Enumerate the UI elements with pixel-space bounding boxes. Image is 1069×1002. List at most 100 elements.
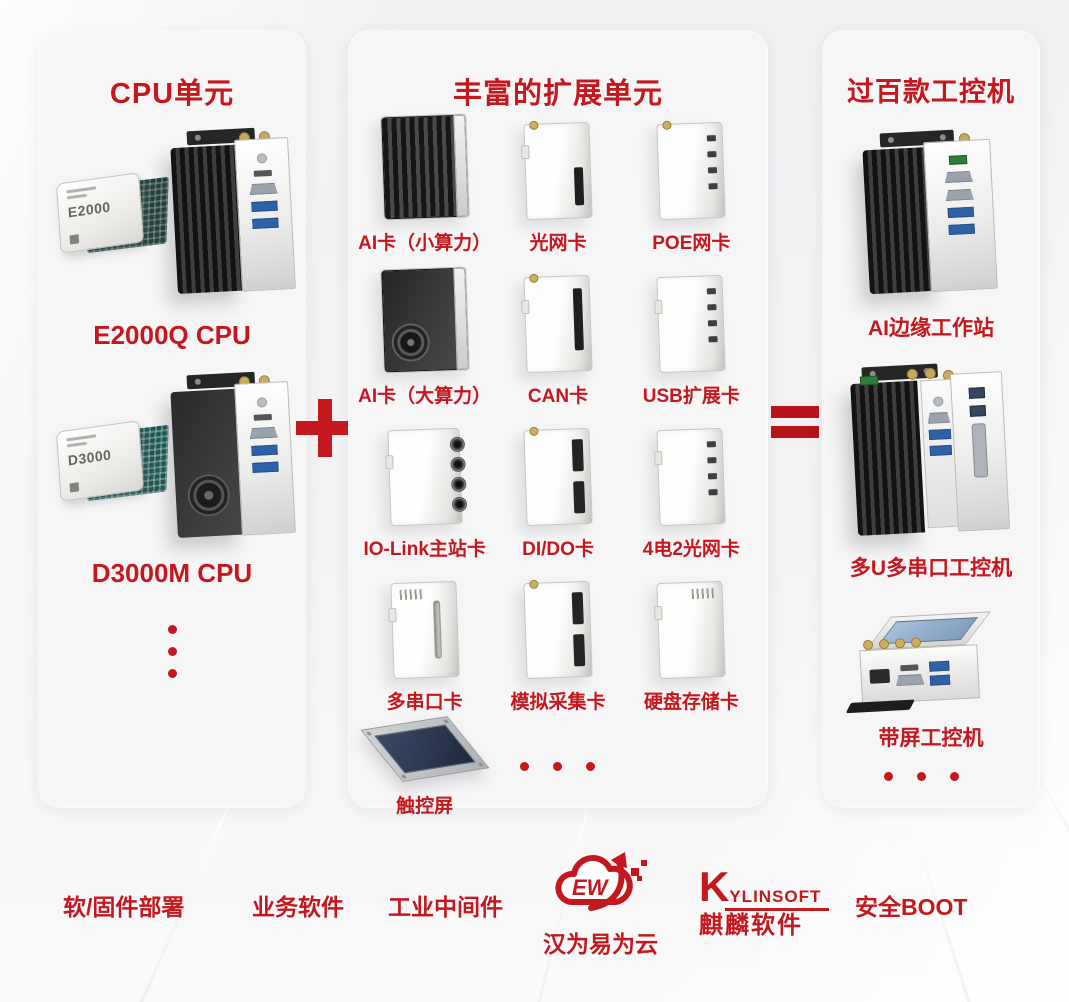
db25-port-icon <box>971 423 989 478</box>
usb-ports-icon <box>929 444 952 456</box>
usb-ports-icon <box>252 461 279 473</box>
usb-ports-icon <box>929 660 950 672</box>
chip-brand-mark <box>66 434 97 442</box>
usb-ports-icon <box>252 217 279 229</box>
e2000-chip-image: E2000 <box>55 172 169 262</box>
din-clip <box>384 455 394 470</box>
antenna-icon <box>662 120 672 130</box>
expansion-cell: 模拟采集卡 <box>491 561 624 714</box>
expansion-label: AI卡（大算力） <box>358 386 492 407</box>
ports-icon <box>707 441 719 511</box>
expansion-cell: AI卡（大算力） <box>358 255 491 408</box>
port-panel <box>233 137 296 292</box>
expansion-cell: CAN卡 <box>491 255 624 408</box>
d3000-figure: D3000 <box>52 360 296 540</box>
hdmi-port-icon <box>253 169 272 177</box>
vga-port-icon <box>249 427 278 439</box>
usb-ports-icon <box>251 200 278 213</box>
multi-u-ipc-image <box>850 363 1011 537</box>
terminal-blocks-icon <box>572 439 586 513</box>
poe-nic-image <box>656 120 726 221</box>
expansion-cell: POE网卡 <box>625 102 758 255</box>
expansion-cell: AI卡（小算力） <box>358 102 491 255</box>
vga-port-icon <box>945 189 974 201</box>
multi-u-ipc-label: 多U多串口工控机 <box>849 557 1013 580</box>
chip-top: E2000 <box>55 172 145 254</box>
d3000-label: D3000M CPU <box>91 558 253 588</box>
e2000-computer-image <box>170 127 296 295</box>
vga-port-icon <box>896 674 925 686</box>
expansion-label: DI/DO卡 <box>522 539 594 560</box>
optical-nic-image <box>521 120 593 221</box>
more-ipcs-dots <box>884 772 959 781</box>
analog-card-image <box>523 579 593 680</box>
screen <box>373 724 476 774</box>
din-clip <box>521 144 530 160</box>
din-clip <box>521 299 530 315</box>
ai-card-small-image <box>379 113 470 221</box>
usb-expansion-image <box>654 274 726 374</box>
expansion-panel-title: 丰富的扩展单元 <box>452 78 663 110</box>
d3000-chip-image: D3000 <box>55 420 169 510</box>
ports-icon <box>707 135 719 205</box>
usb-ports-icon <box>948 223 975 236</box>
usb-ports-icon <box>969 405 987 417</box>
chip-brand-mark <box>66 193 87 200</box>
terminal-strip-icon <box>572 288 584 351</box>
expansion-cell: DI/DO卡 <box>491 408 624 561</box>
expansion-cell <box>625 714 758 818</box>
serial-slot-icon <box>432 600 442 659</box>
expansion-label: 多串口卡 <box>386 692 463 713</box>
ai-edge-workstation-image <box>862 129 998 295</box>
din-clip <box>654 450 663 466</box>
svg-text:EW: EW <box>572 875 610 900</box>
dido-card-image <box>523 426 593 527</box>
d3000-computer-image <box>170 371 296 539</box>
ports-icon <box>707 288 719 358</box>
expansion-cell: 多串口卡 <box>358 561 491 714</box>
expansion-cell: 触控屏 <box>358 714 491 818</box>
chip-qr-code <box>69 482 80 493</box>
expansion-cell: 光网卡 <box>491 102 624 255</box>
heatsink-fins <box>850 380 925 536</box>
more-cpus-dots <box>168 625 177 678</box>
expansion-label: 触控屏 <box>396 796 454 817</box>
expansion-label: 光网卡 <box>529 233 587 254</box>
expansion-label: 硬盘存储卡 <box>643 692 739 713</box>
footer-item-middleware: 工业中间件 <box>388 894 503 920</box>
front-panel <box>859 644 981 705</box>
mount-foot <box>845 699 915 714</box>
usb-ports-icon <box>947 206 974 219</box>
power-button-icon <box>256 397 268 408</box>
e2000-figure: E2000 <box>52 112 296 294</box>
vents-icon <box>691 588 715 599</box>
ipc-panel-title: 过百款工控机 <box>847 77 1015 107</box>
expansion-cell: USB扩展卡 <box>625 255 758 408</box>
expansion-cell: IO-Link主站卡 <box>358 408 491 561</box>
vga-port-icon <box>944 171 973 183</box>
footer-item-secure-boot: 安全BOOT <box>855 894 968 920</box>
ai-card-big-image <box>379 266 470 374</box>
screen-ipc-image <box>845 611 997 714</box>
more-expansions-dots <box>520 761 596 771</box>
chip-brand-mark <box>66 441 87 448</box>
expansion-label: CAN卡 <box>527 386 589 407</box>
hanwei-cloud-label: 汉为易为云 <box>543 931 658 957</box>
can-card-image <box>521 273 593 374</box>
antenna-icon <box>529 579 539 589</box>
hdmi-port-icon <box>900 663 919 671</box>
expansion-panel: 丰富的扩展单元 AI卡（小算力） 光网卡 POE网卡 AI卡（大算力） <box>348 30 768 817</box>
expansion-label: 模拟采集卡 <box>510 692 606 713</box>
cloud-arrow-icon: EW <box>555 852 647 911</box>
expansion-cell: 硬盘存储卡 <box>625 561 758 714</box>
led-indicators <box>948 155 967 165</box>
storage-card-image <box>654 580 726 680</box>
vga-port-icon <box>249 183 278 195</box>
power-button-icon <box>932 395 944 407</box>
expansion-label: USB扩展卡 <box>642 386 740 407</box>
expansion-cell: 4电2光网卡 <box>625 408 758 561</box>
usb-ports-icon <box>251 444 278 457</box>
